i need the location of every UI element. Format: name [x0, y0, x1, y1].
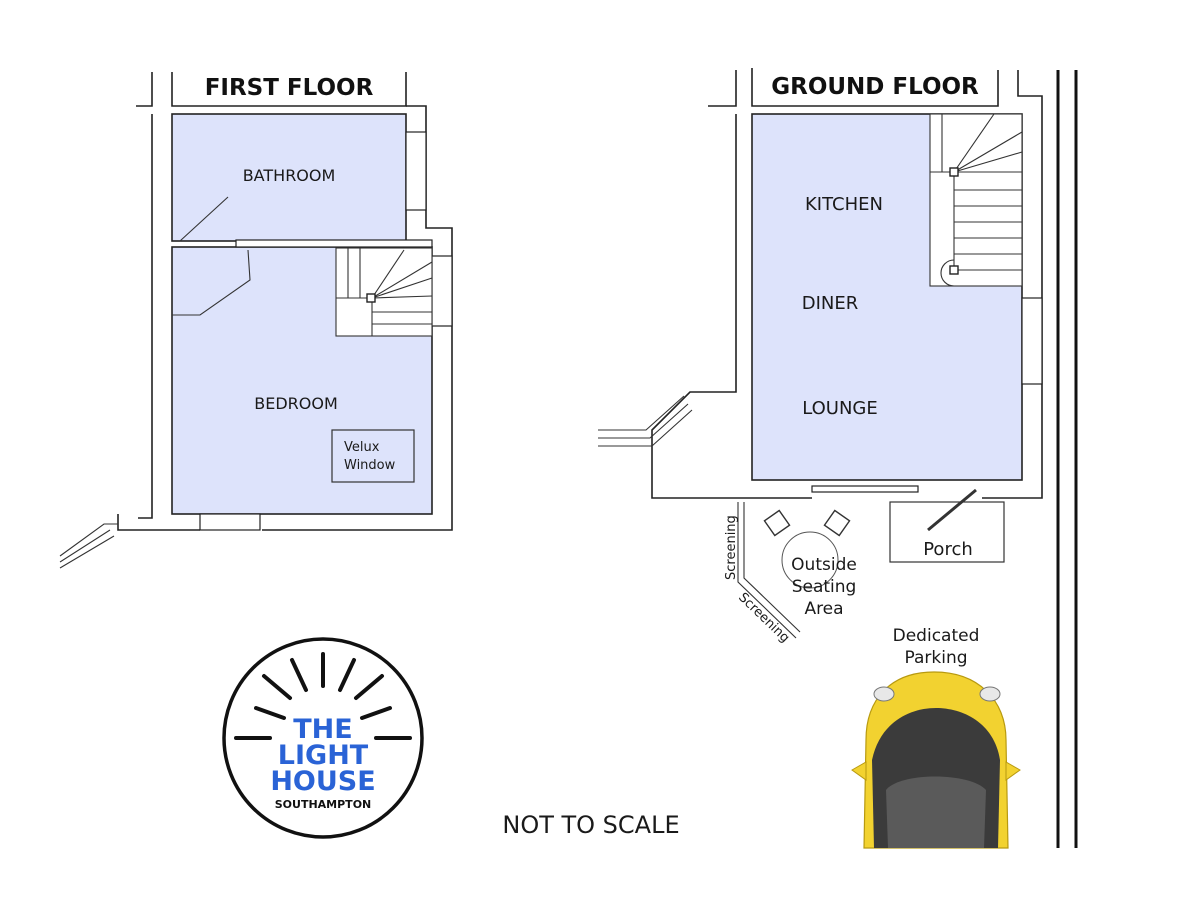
wall-segment: [262, 105, 453, 531]
bedroom-label: BEDROOM: [254, 394, 338, 413]
bedroom-side-window: [431, 255, 453, 327]
first-floor-title-box: [171, 72, 407, 107]
step-line: [598, 409, 693, 447]
bathroom-room: [171, 113, 407, 242]
step-line: [59, 523, 118, 557]
lounge-side-window: [1021, 297, 1043, 385]
screening-label-vertical: Screening: [724, 515, 739, 580]
step-line: [598, 395, 685, 431]
seating-label-line2: Seating: [792, 577, 857, 597]
the-light-house-logo: THE LIGHT HOUSE SOUTHAMPTON: [222, 637, 424, 839]
first-floor-staircase: [335, 247, 433, 337]
chair-icon: [763, 509, 791, 537]
screening-fence-inner: [743, 502, 801, 633]
logo-line-the: THE: [293, 714, 352, 745]
first-floor-plan: FIRST FLOOR BATHROOM BEDROOM Velux Windo…: [59, 72, 453, 569]
porch-door: [927, 488, 977, 532]
step-line: [59, 535, 115, 569]
step-line: [598, 403, 689, 439]
bathroom-door-swing: [179, 196, 229, 242]
bathroom-label: BATHROOM: [243, 166, 336, 185]
porch-label: Porch: [923, 539, 973, 560]
velux-label-line1: Velux: [344, 440, 380, 455]
logo-line-house: HOUSE: [270, 766, 375, 797]
screening-label-diagonal: Screening: [735, 590, 792, 646]
porch-area: [889, 501, 1005, 563]
logo-line-light: LIGHT: [278, 740, 369, 771]
lounge-label: LOUNGE: [802, 398, 878, 419]
bedroom-corner-unit: [172, 249, 251, 316]
sun-rays-icon: [234, 652, 412, 740]
kitchen-label: KITCHEN: [805, 194, 883, 215]
ground-floor-staircase: [929, 113, 1023, 287]
parking-label-line2: Parking: [904, 648, 967, 668]
wall-segment: [982, 70, 1043, 499]
not-to-scale-note: NOT TO SCALE: [502, 811, 679, 839]
wall-segment: [117, 514, 200, 531]
bedroom-bottom-window: [199, 513, 261, 531]
patio-door: [811, 485, 919, 493]
partition-wall: [235, 239, 433, 248]
wall-segment: [708, 70, 737, 107]
wall-segment: [136, 72, 153, 107]
chair-icon: [823, 509, 851, 537]
wall-segment: [651, 114, 740, 499]
diner-label: DINER: [802, 293, 859, 314]
seating-label-line1: Outside: [791, 555, 857, 575]
velux-window: [331, 429, 415, 483]
ground-floor-title: GROUND FLOOR: [771, 74, 979, 100]
wall-segment: [138, 114, 153, 519]
logo-line-southampton: SOUTHAMPTON: [275, 798, 372, 811]
step-line: [59, 529, 111, 563]
outside-table: [781, 531, 839, 589]
seating-label-line3: Area: [804, 599, 843, 619]
ground-floor-title-box: [751, 68, 999, 107]
bathroom-window: [405, 131, 427, 211]
first-floor-title: FIRST FLOOR: [205, 75, 374, 101]
screening-fence: [737, 502, 797, 639]
velux-label-line2: Window: [344, 458, 396, 473]
ground-floor-plan: GROUND FLOOR KITCHEN DINER LOUNGE: [598, 68, 1078, 849]
parking-label-line1: Dedicated: [893, 626, 980, 646]
car-icon: [851, 671, 1021, 849]
